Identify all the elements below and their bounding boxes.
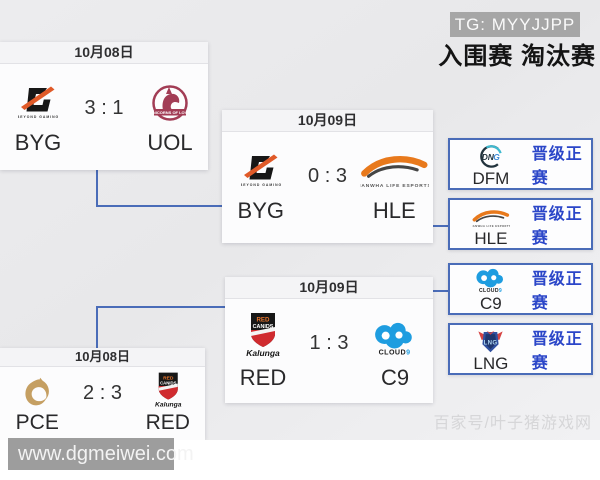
team-name: BYG <box>237 198 284 223</box>
team-name: UOL <box>147 130 193 155</box>
svg-text:HANWHA LIFE ESPORTS: HANWHA LIFE ESPORTS <box>360 183 429 189</box>
match-card-byg-uol: 10月08日 BEYOND GAMING 3 : 1 UNICORNS OF L… <box>0 42 208 170</box>
match-date: 10月08日 <box>0 42 208 64</box>
advance-label: 晋级正赛 <box>531 331 583 372</box>
page-title: 入围赛 淘汰赛 <box>438 43 596 70</box>
team-name: LNG <box>473 354 509 373</box>
svg-text:CANIDS: CANIDS <box>160 380 177 385</box>
svg-text:RED: RED <box>256 317 270 324</box>
team-name: DFM <box>472 169 510 188</box>
svg-text:Kalunga: Kalunga <box>246 348 280 358</box>
match-score: 0 : 3 <box>308 165 347 187</box>
byg-logo-icon: BEYOND GAMING <box>241 152 281 192</box>
match-score: 1 : 3 <box>309 332 349 354</box>
svg-text:DN: DN <box>482 152 495 162</box>
watermark-source: 百家号/叶子猪游戏网 <box>433 415 592 432</box>
bracket-connector-line <box>96 205 222 207</box>
match-date: 10月09日 <box>222 110 433 132</box>
match-card-byg-hle: 10月09日 BEYOND GAMING 0 : 3 HANWHA LIFE E… <box>222 110 433 243</box>
svg-text:BEYOND GAMING: BEYOND GAMING <box>18 115 58 119</box>
svg-text:UNICORNS OF LOVE: UNICORNS OF LOVE <box>150 110 190 115</box>
pce-logo-icon <box>21 377 53 409</box>
bracket-connector-line <box>96 306 225 308</box>
team-name: RED <box>239 365 287 390</box>
bracket-connector-line <box>96 306 98 348</box>
svg-text:CANIDS: CANIDS <box>253 324 274 330</box>
team-name: HLE <box>474 229 508 248</box>
byg-logo-icon: BEYOND GAMING <box>18 84 58 124</box>
qualified-card-lng: LNG LNG 晋级正赛 <box>448 323 593 375</box>
svg-text:CLOUD9: CLOUD9 <box>479 288 502 294</box>
svg-text:HANWHA LIFE ESPORTS: HANWHA LIFE ESPORTS <box>472 224 510 228</box>
bracket-connector-line <box>433 290 448 292</box>
svg-text:Kalunga: Kalunga <box>154 402 181 409</box>
qualified-card-hle: HANWHA LIFE ESPORTS HLE 晋级正赛 <box>448 198 593 250</box>
svg-text:LNG: LNG <box>484 341 498 347</box>
advance-label: 晋级正赛 <box>531 146 583 187</box>
advance-label: 晋级正赛 <box>531 206 583 247</box>
team-name: RED <box>145 411 190 434</box>
svg-text:G: G <box>494 152 501 162</box>
advance-label: 晋级正赛 <box>531 271 583 312</box>
team-name: HLE <box>372 198 416 223</box>
match-score: 2 : 3 <box>83 382 122 404</box>
team-name: BYG <box>14 130 62 155</box>
team-name: C9 <box>380 365 410 390</box>
match-date: 10月08日 <box>0 348 205 367</box>
match-score: 3 : 1 <box>84 97 124 119</box>
bracket-connector-line <box>96 170 98 207</box>
c9-logo-icon: CLOUD9 <box>369 319 420 359</box>
uol-logo-icon: UNICORNS OF LOVE <box>150 84 190 124</box>
team-name: C9 <box>480 294 502 313</box>
svg-text:CLOUD9: CLOUD9 <box>379 349 411 357</box>
bracket-connector-line <box>433 225 448 227</box>
c9-logo-icon: CLOUD9 <box>472 266 509 295</box>
hle-logo-icon: HANWHA LIFE ESPORTS <box>360 152 429 192</box>
svg-text:RED: RED <box>163 375 174 381</box>
svg-text:BEYOND GAMING: BEYOND GAMING <box>241 183 281 187</box>
qualified-card-c9: CLOUD9 C9 晋级正赛 <box>448 263 593 315</box>
match-date: 10月09日 <box>225 277 433 299</box>
lng-logo-icon: LNG <box>477 328 504 355</box>
team-name: PCE <box>15 411 59 434</box>
watermark-site-url: www.dgmeiwei.com <box>8 438 194 470</box>
tg-contact-badge: TG: MYYJJPP <box>450 12 580 37</box>
hle-logo-icon: HANWHA LIFE ESPORTS <box>472 208 510 230</box>
